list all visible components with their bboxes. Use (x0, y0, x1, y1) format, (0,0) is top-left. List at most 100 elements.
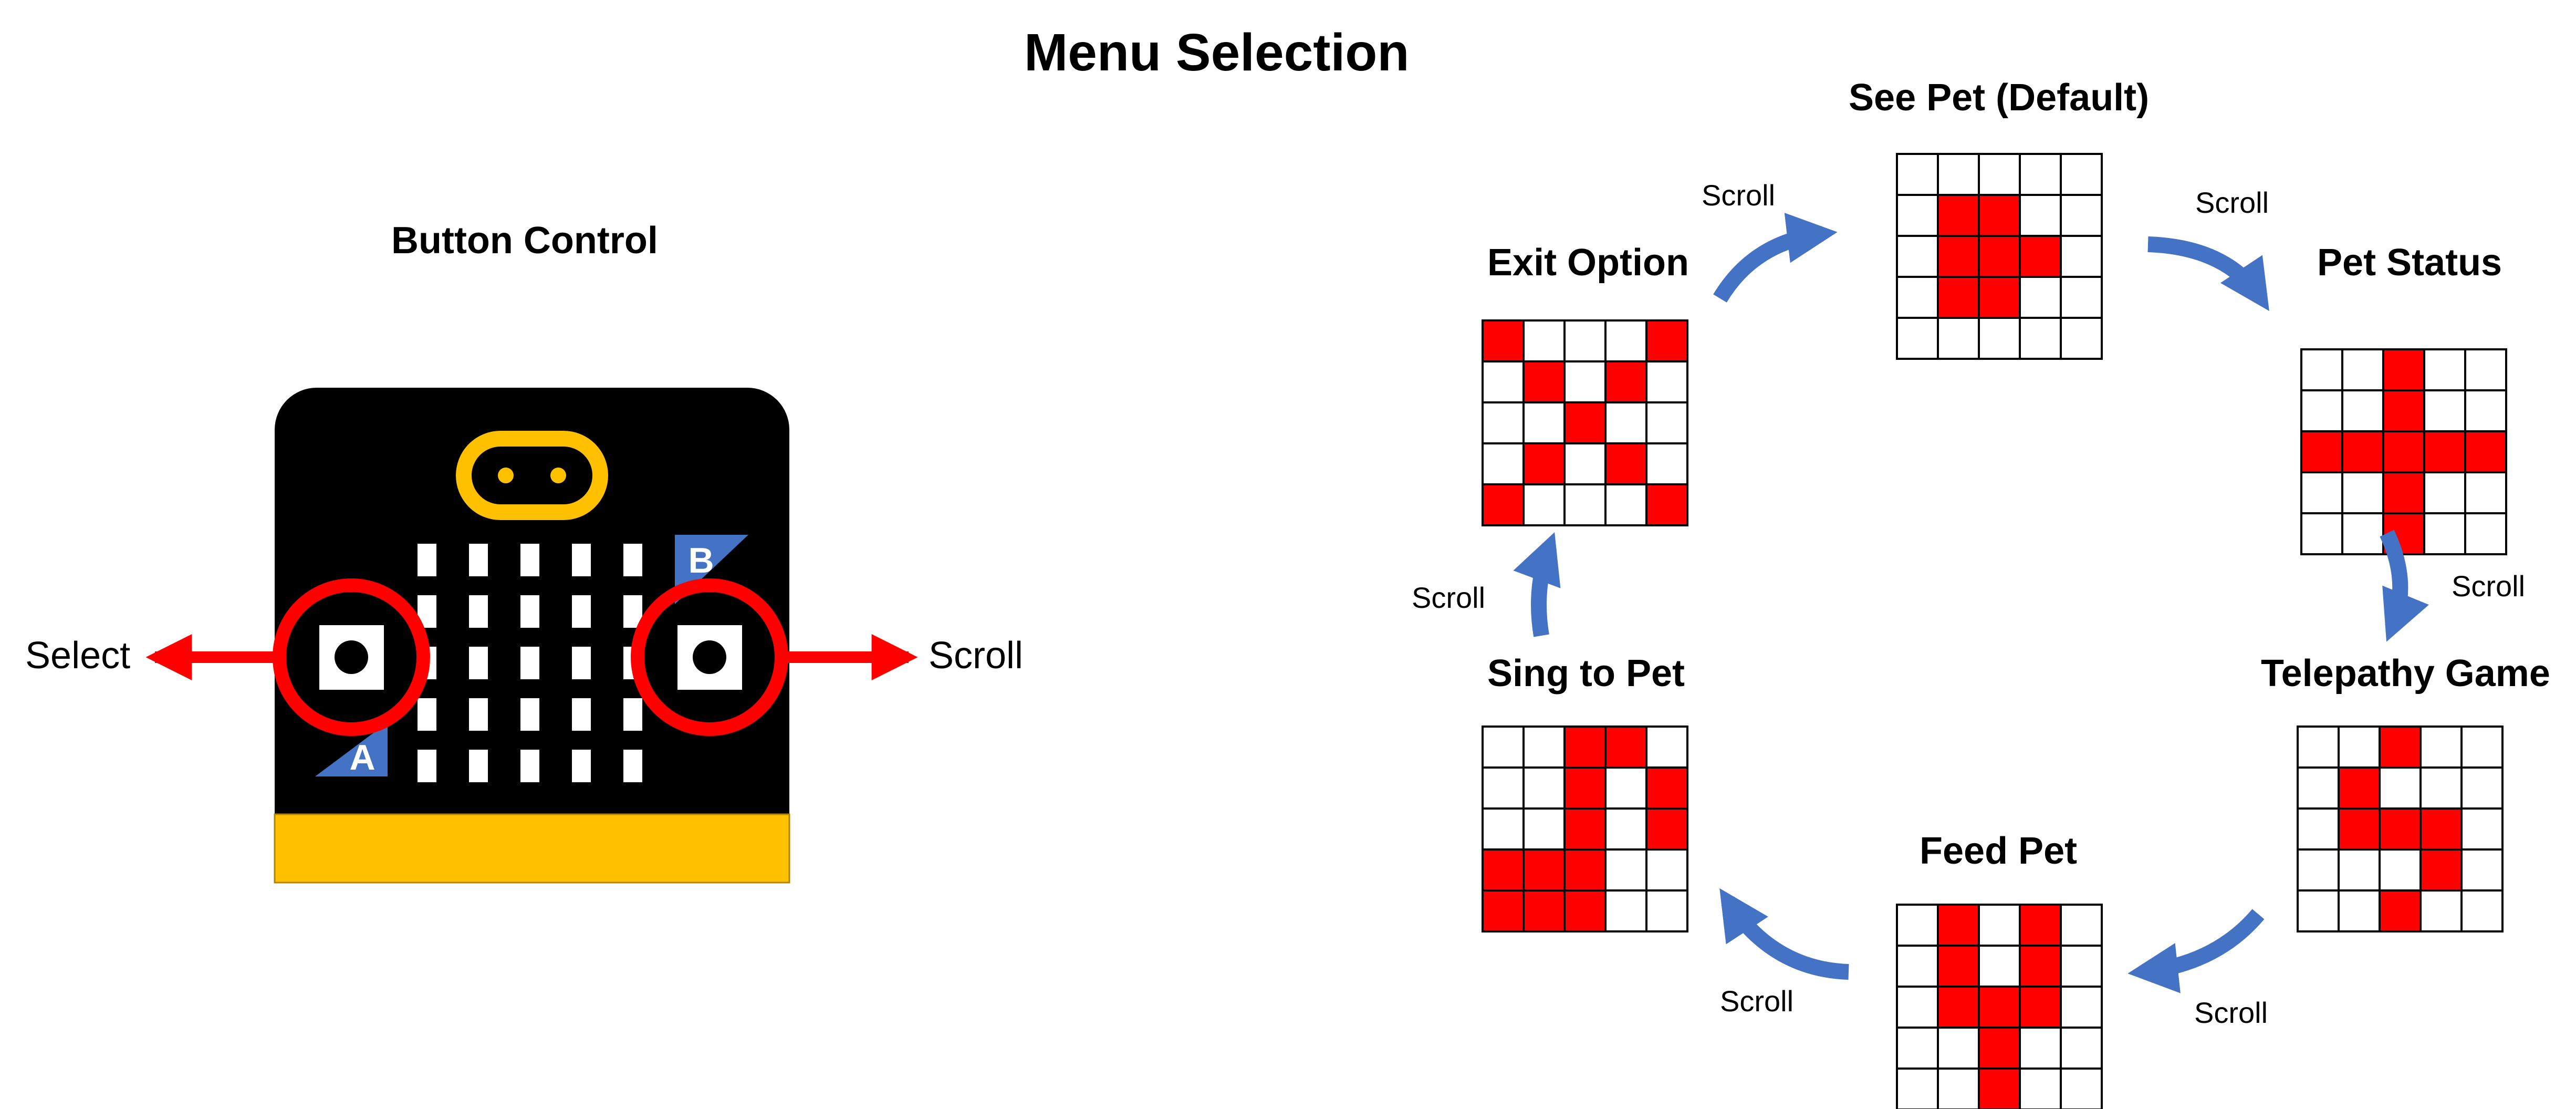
led (623, 698, 642, 731)
grid-cell-off (2341, 389, 2384, 432)
grid-cell-off (1896, 317, 1939, 360)
grid-cell-off (1896, 194, 1939, 237)
grid-cell-off (2019, 194, 2062, 237)
led (572, 750, 591, 782)
button-a-letter: A (349, 738, 375, 778)
scroll-arrow-sing-to-exit (1513, 532, 1561, 637)
grid-cell-on (1563, 848, 1607, 892)
grid-cell-off (2464, 512, 2507, 555)
grid-cell-off (2019, 1067, 2062, 1109)
grid-cell-off (2419, 725, 2463, 769)
menu-item-title-exit-option: Exit Option (1487, 242, 1689, 284)
button-a-knob[interactable] (335, 640, 368, 674)
grid-cell-on (1937, 194, 1980, 237)
menu-grid-pet-status (2300, 348, 2507, 555)
led (418, 750, 436, 782)
grid-cell-off (1482, 442, 1525, 485)
button-b-knob[interactable] (693, 640, 726, 674)
grid-cell-off (2460, 807, 2504, 851)
grid-cell-off (1604, 889, 1647, 932)
led (520, 698, 539, 731)
grid-cell-off (1896, 1027, 1939, 1070)
scroll-arrow-feed-to-sing (1719, 888, 1849, 980)
grid-cell-off (1978, 317, 2021, 360)
grid-cell-off (2060, 276, 2103, 319)
grid-cell-off (1645, 848, 1688, 892)
button-a[interactable] (319, 625, 384, 690)
grid-cell-on (1937, 945, 1980, 988)
grid-cell-on (1604, 442, 1647, 485)
led (469, 698, 488, 731)
grid-cell-on (1978, 194, 2021, 237)
grid-cell-off (2297, 848, 2340, 892)
led (469, 595, 488, 628)
grid-cell-off (2423, 471, 2466, 514)
grid-cell-off (2379, 848, 2422, 892)
menu-grid-see-pet (1896, 153, 2103, 360)
grid-cell-off (2060, 153, 2103, 196)
grid-cell-off (1937, 153, 1980, 196)
grid-cell-on (1482, 848, 1525, 892)
button-control-heading: Button Control (391, 220, 658, 262)
grid-cell-off (2341, 471, 2384, 514)
grid-cell-off (2423, 512, 2466, 555)
grid-cell-off (2300, 471, 2343, 514)
grid-cell-on (1978, 1027, 2021, 1070)
scroll-label-5: Scroll (1720, 984, 1794, 1018)
scroll-label-right: Scroll (929, 635, 1024, 677)
led (572, 698, 591, 731)
grid-cell-on (1978, 1067, 2021, 1109)
grid-cell-on (1482, 889, 1525, 932)
grid-cell-off (1522, 766, 1566, 810)
led (572, 544, 591, 576)
grid-cell-off (2060, 317, 2103, 360)
led (469, 750, 488, 782)
grid-cell-off (1482, 766, 1525, 810)
logo-dot-right (550, 468, 566, 483)
grid-cell-off (1645, 442, 1688, 485)
grid-cell-on (1645, 483, 1688, 526)
grid-cell-off (1522, 319, 1566, 362)
grid-cell-off (1645, 360, 1688, 403)
led (520, 647, 539, 679)
grid-cell-on (2419, 848, 2463, 892)
grid-cell-on (1645, 319, 1688, 362)
scroll-label-2: Scroll (2195, 186, 2269, 219)
grid-cell-off (2464, 348, 2507, 391)
grid-cell-on (1522, 442, 1566, 485)
grid-cell-off (2297, 807, 2340, 851)
scroll-label-3: Scroll (2452, 569, 2526, 603)
grid-cell-on (1604, 725, 1647, 769)
grid-cell-on (1482, 483, 1525, 526)
grid-cell-off (1482, 725, 1525, 769)
grid-cell-on (2300, 430, 2343, 473)
grid-cell-off (2338, 725, 2381, 769)
scroll-label-4: Scroll (2194, 996, 2268, 1029)
grid-cell-off (1604, 807, 1647, 851)
grid-cell-off (2423, 348, 2466, 391)
menu-grid-feed-pet (1896, 904, 2103, 1109)
grid-cell-off (2419, 889, 2463, 932)
grid-cell-off (2460, 725, 2504, 769)
button-b[interactable] (677, 625, 742, 690)
grid-cell-off (1522, 725, 1566, 769)
grid-cell-on (2019, 904, 2062, 947)
grid-cell-on (1937, 235, 1980, 278)
page-title: Menu Selection (1024, 23, 1410, 82)
grid-cell-on (2338, 766, 2381, 810)
grid-cell-on (1645, 766, 1688, 810)
grid-cell-off (1937, 1027, 1980, 1070)
grid-cell-on (2464, 430, 2507, 473)
grid-cell-off (2338, 848, 2381, 892)
grid-cell-off (2464, 389, 2507, 432)
grid-cell-off (1522, 483, 1566, 526)
button-a-badge (315, 722, 388, 776)
led (418, 544, 436, 576)
grid-cell-on (1563, 401, 1607, 444)
button-b-letter: B (688, 541, 714, 581)
led (623, 544, 642, 576)
scroll-arrows (1513, 213, 2429, 993)
grid-cell-on (2379, 725, 2422, 769)
grid-cell-on (1978, 276, 2021, 319)
grid-cell-off (2300, 348, 2343, 391)
